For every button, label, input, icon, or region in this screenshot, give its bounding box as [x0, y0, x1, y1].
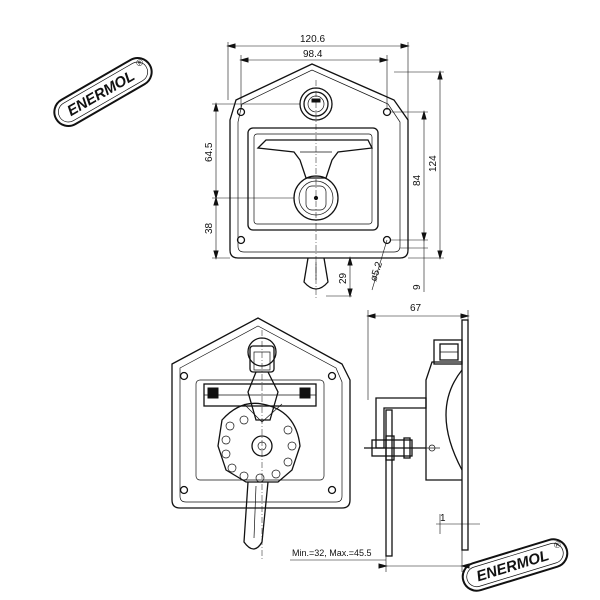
t-handle: [256, 139, 373, 179]
registered-mark: ®: [553, 539, 563, 551]
dim-depth: 67: [410, 303, 422, 314]
front-view: 120.6 98.4 124 84 64.5 38 29: [204, 34, 444, 300]
dim-hole-vertical: 84: [412, 174, 423, 186]
dim-lower-height: 38: [204, 222, 215, 234]
dim-overall-width: 120.6: [300, 34, 325, 45]
registered-mark: ®: [134, 57, 145, 69]
dim-overall-height: 124: [428, 155, 439, 172]
dim-grip-range: Min.=32, Max.=45.5: [292, 548, 372, 558]
dim-edge-offset: 9: [412, 284, 423, 290]
logo-bottom-right: ENERMOL ®: [461, 538, 569, 592]
logo-top-left: ENERMOL ®: [53, 57, 153, 127]
dim-tab-length: 29: [338, 272, 349, 284]
rear-view: [171, 317, 351, 560]
dim-hole-diameter: ø5.2: [368, 260, 385, 283]
side-view: 67 1 Min.=32, Max.=45.5: [290, 303, 480, 572]
dim-hole-spacing: 98.4: [303, 49, 323, 60]
dim-thickness: 1: [440, 513, 446, 524]
dim-upper-height: 64.5: [204, 142, 215, 162]
